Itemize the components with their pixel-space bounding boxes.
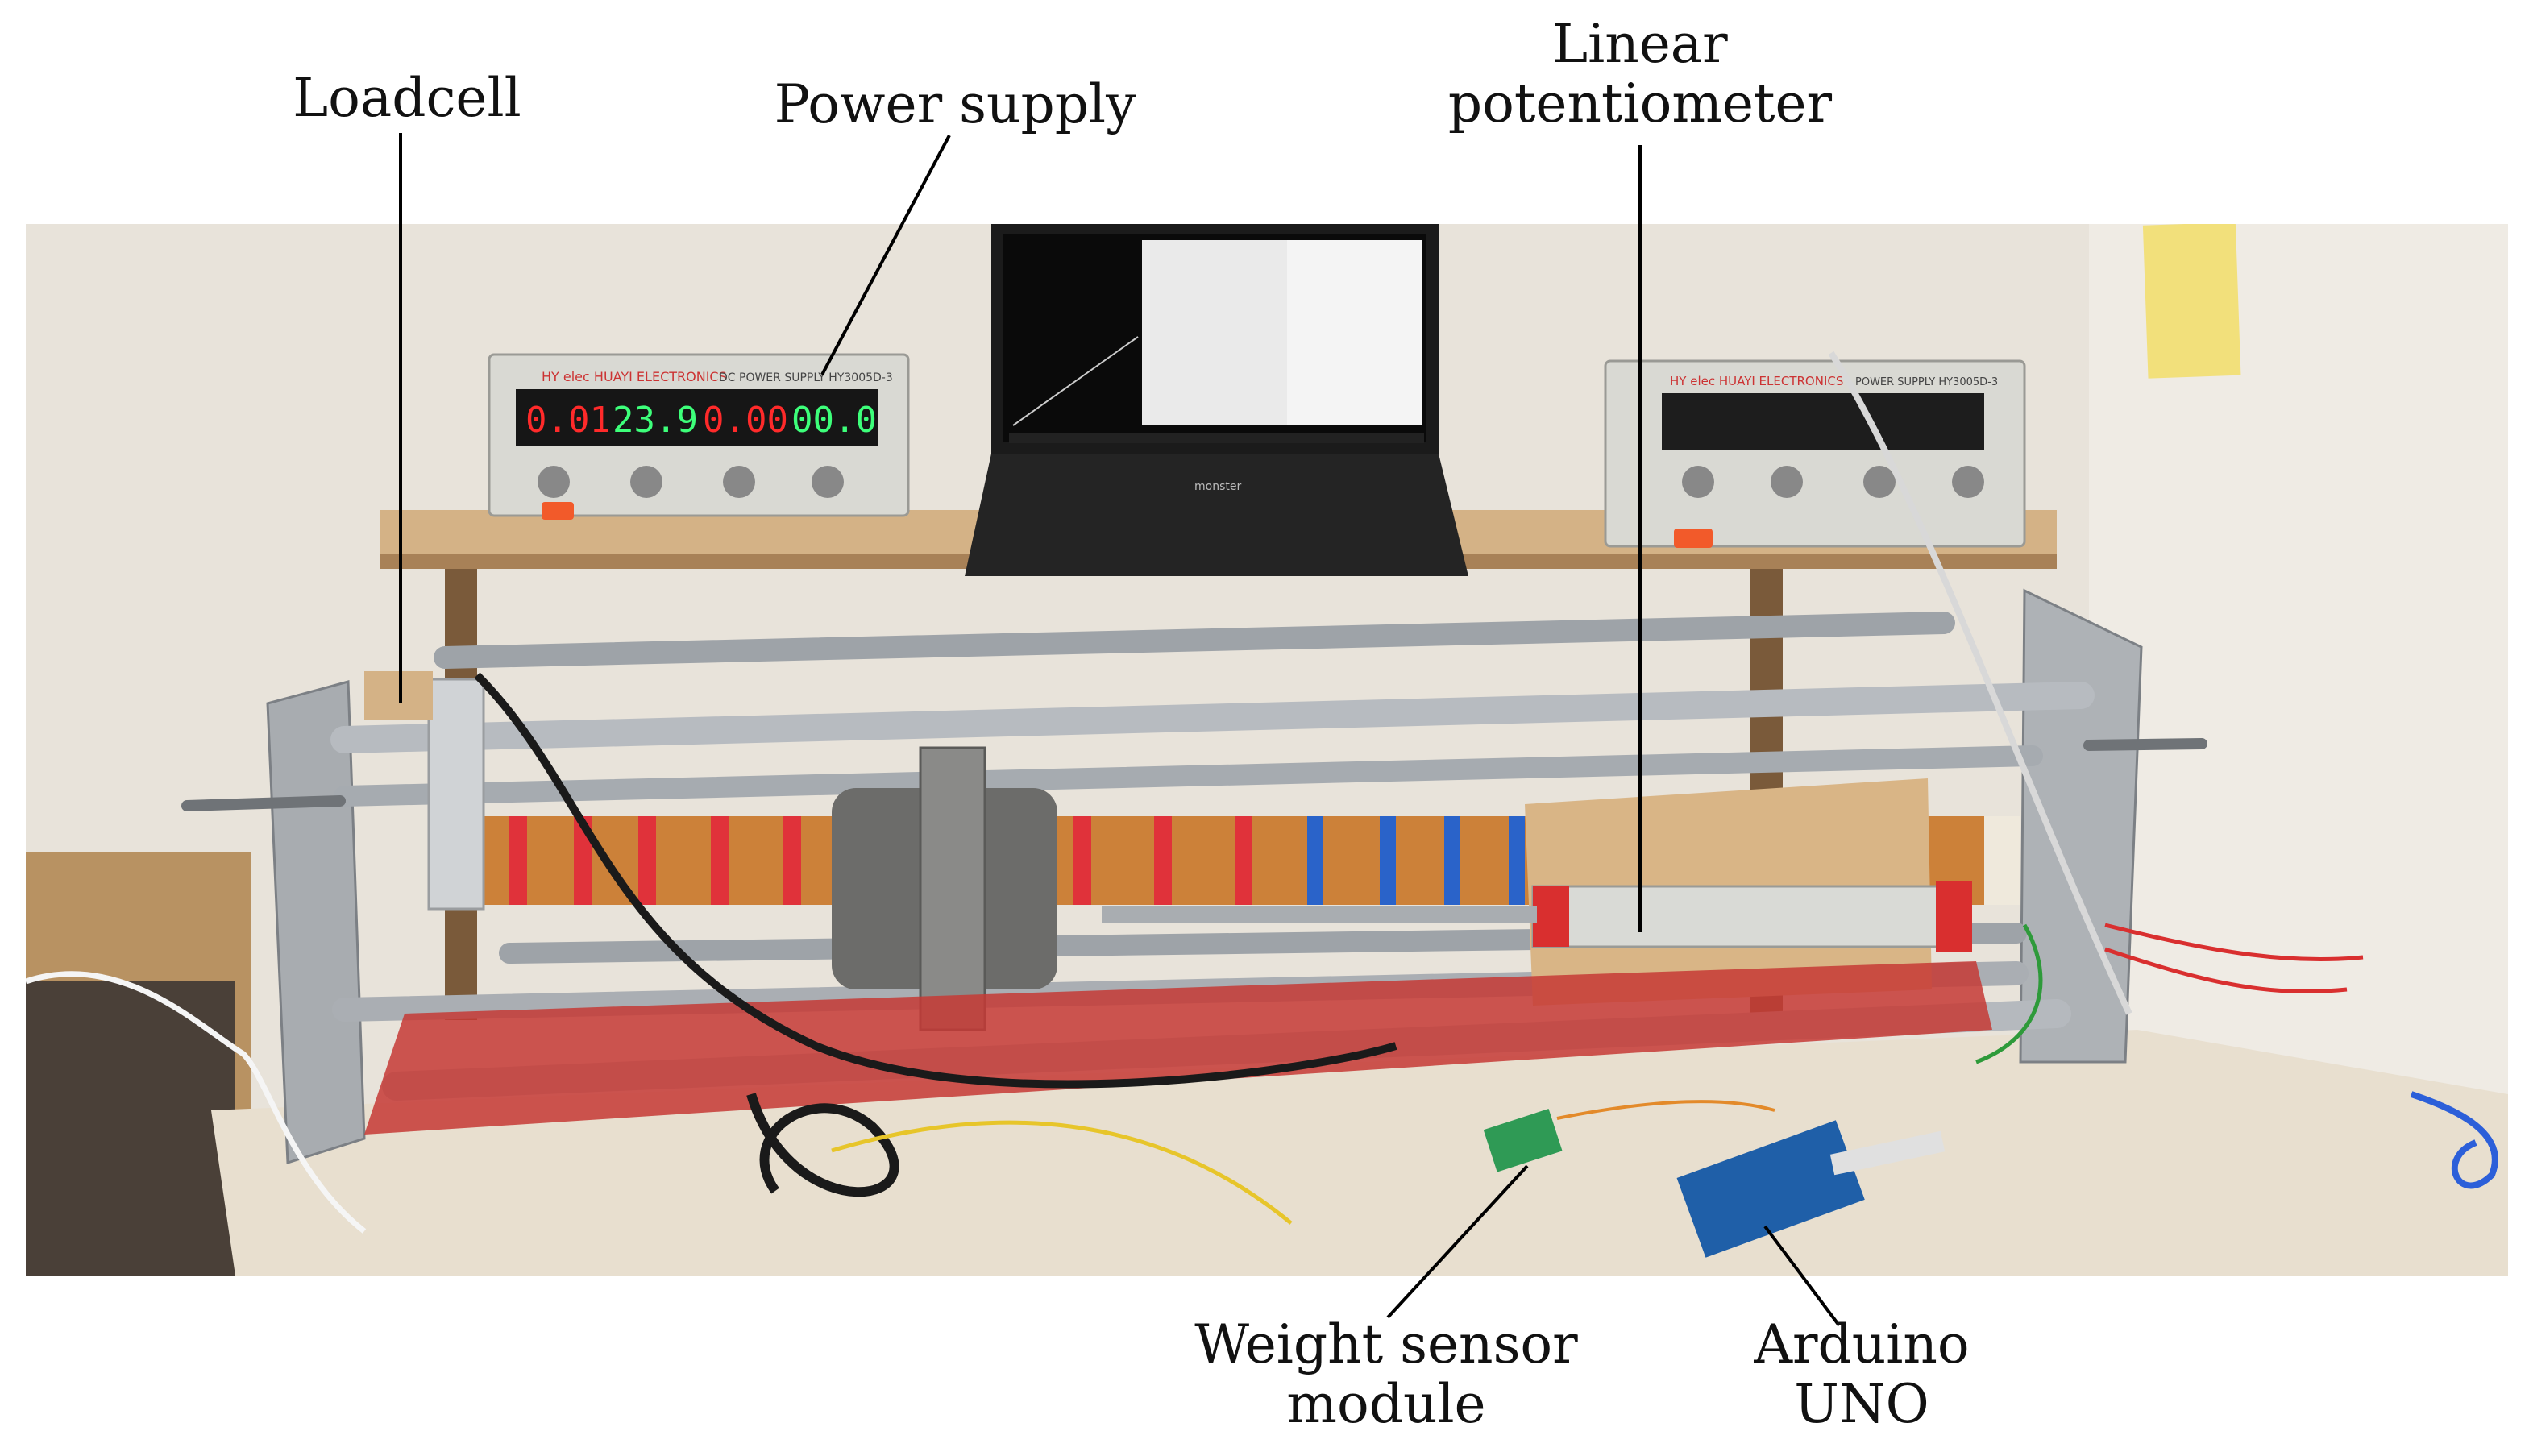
svg-text:monster: monster bbox=[1194, 480, 1241, 493]
label-weight-sensor-module: Weight sensor module bbox=[1177, 1315, 1596, 1434]
label-weight-sensor-line1: Weight sensor bbox=[1194, 1313, 1578, 1375]
label-linear-potentiometer-line2: potentiometer bbox=[1447, 72, 1833, 135]
blue-cable bbox=[2410, 1091, 2498, 1189]
svg-text:23.9: 23.9 bbox=[613, 400, 698, 441]
label-linear-potentiometer-line1: Linear bbox=[1552, 13, 1728, 75]
svg-text:POWER SUPPLY HY3005D-3: POWER SUPPLY HY3005D-3 bbox=[1855, 376, 1998, 388]
wire-red-2 bbox=[2104, 947, 2348, 994]
moving-mass-graphic bbox=[832, 746, 1057, 1031]
arduino-leader bbox=[1763, 1225, 1841, 1327]
white-cable bbox=[26, 971, 367, 1234]
svg-text:00.0: 00.0 bbox=[791, 400, 877, 441]
red-base bbox=[364, 961, 1992, 1135]
usb-cable bbox=[1829, 1130, 1946, 1176]
power-supply-leader bbox=[820, 135, 951, 375]
laptop-graphic: monster bbox=[965, 224, 1468, 576]
left-desk-legs bbox=[26, 981, 235, 1276]
arduino-board bbox=[1676, 1120, 1865, 1258]
loadcell-wood-block bbox=[364, 671, 433, 720]
label-linear-potentiometer: Linear potentiometer bbox=[1443, 15, 1838, 134]
label-arduino-uno: Arduino UNO bbox=[1741, 1315, 1983, 1434]
photograph: HY elec HUAYI ELECTRONICS DC POWER SUPPL… bbox=[26, 224, 2508, 1276]
svg-text:0.01: 0.01 bbox=[525, 400, 611, 441]
label-arduino-line2: UNO bbox=[1794, 1372, 1929, 1435]
weight-sensor-leader bbox=[1386, 1164, 1529, 1319]
label-loadcell: Loadcell bbox=[293, 67, 521, 129]
sticky-note bbox=[2142, 224, 2241, 379]
label-arduino-line1: Arduino bbox=[1754, 1313, 1970, 1375]
wire-yellow bbox=[831, 1120, 1293, 1225]
svg-text:0.00: 0.00 bbox=[703, 400, 788, 441]
svg-text:HY elec HUAYI ELECTRONICS: HY elec HUAYI ELECTRONICS bbox=[1670, 374, 1843, 388]
photo-scene: HY elec HUAYI ELECTRONICS DC POWER SUPPL… bbox=[26, 224, 2508, 1276]
svg-text:HY elec HUAYI ELECTRONICS: HY elec HUAYI ELECTRONICS bbox=[542, 369, 727, 384]
wire-green bbox=[1975, 923, 2043, 1064]
wire-red-1 bbox=[2104, 923, 2364, 962]
left-power-supply-graphic: HY elec HUAYI ELECTRONICS DC POWER SUPPL… bbox=[488, 353, 910, 520]
weight-sensor-board bbox=[1483, 1109, 1563, 1172]
coil-graphic bbox=[473, 816, 2020, 905]
label-weight-sensor-line2: module bbox=[1286, 1372, 1486, 1435]
right-power-supply-graphic: HY elec HUAYI ELECTRONICS POWER SUPPLY H… bbox=[1604, 359, 2026, 548]
wire-orange bbox=[1556, 1100, 1775, 1120]
grey-cable bbox=[1828, 351, 2132, 1015]
svg-text:DC POWER SUPPLY HY3005D-3: DC POWER SUPPLY HY3005D-3 bbox=[719, 371, 893, 384]
loadcell-graphic bbox=[427, 678, 485, 911]
label-power-supply: Power supply bbox=[774, 73, 1136, 135]
linear-potentiometer-graphic bbox=[1102, 881, 1972, 952]
black-cable bbox=[474, 672, 1397, 1089]
black-cable-coil bbox=[746, 1093, 899, 1197]
